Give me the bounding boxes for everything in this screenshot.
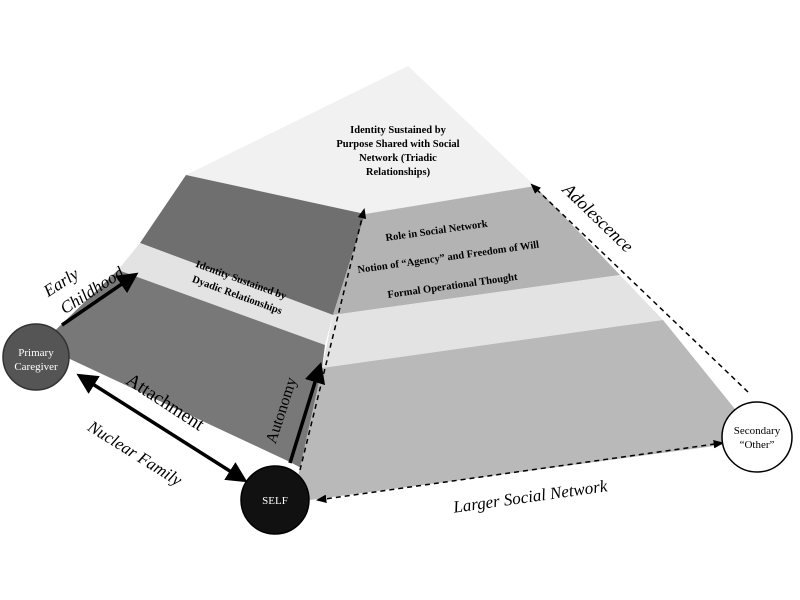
- secondary-other-line-2: “Other”: [740, 439, 775, 451]
- primary-caregiver-line-1: Primary: [18, 347, 54, 359]
- nuclear-family-label: Nuclear Family: [84, 416, 186, 490]
- self-node: SELF: [240, 465, 310, 535]
- attachment-arrow: [76, 373, 248, 483]
- right-mid-band: [333, 186, 620, 315]
- secondary-other-node: Secondary “Other”: [721, 401, 793, 473]
- primary-caregiver-circle: [2, 323, 70, 391]
- autonomy-arrow: [288, 361, 326, 464]
- early-childhood-arrow: [61, 272, 139, 327]
- self-circle: [240, 465, 310, 535]
- left-face: [40, 270, 325, 470]
- primary-caregiver-line-2: Caregiver: [14, 361, 58, 373]
- self-label: SELF: [262, 495, 288, 507]
- apex-face: [186, 66, 535, 214]
- larger-social-network-label: Larger Social Network: [451, 476, 609, 517]
- secondary-other-circle: [721, 401, 793, 473]
- top-line-4: Relationships): [366, 167, 431, 178]
- top-line-2: Purpose Shared with Social: [336, 139, 459, 150]
- adolescence-dashed-arrow: [530, 183, 749, 393]
- right-light-band: [322, 275, 663, 368]
- top-line-1: Identity Sustained by: [350, 125, 446, 136]
- top-level-text: Identity Sustained by Purpose Shared wit…: [336, 125, 459, 178]
- dyadic-light-band: [118, 243, 333, 345]
- upper-left-dark-band: [140, 175, 365, 315]
- secondary-other-line-1: Secondary: [734, 425, 781, 437]
- top-line-3: Network (Triadic: [359, 153, 437, 164]
- primary-caregiver-node: Primary Caregiver: [2, 323, 70, 391]
